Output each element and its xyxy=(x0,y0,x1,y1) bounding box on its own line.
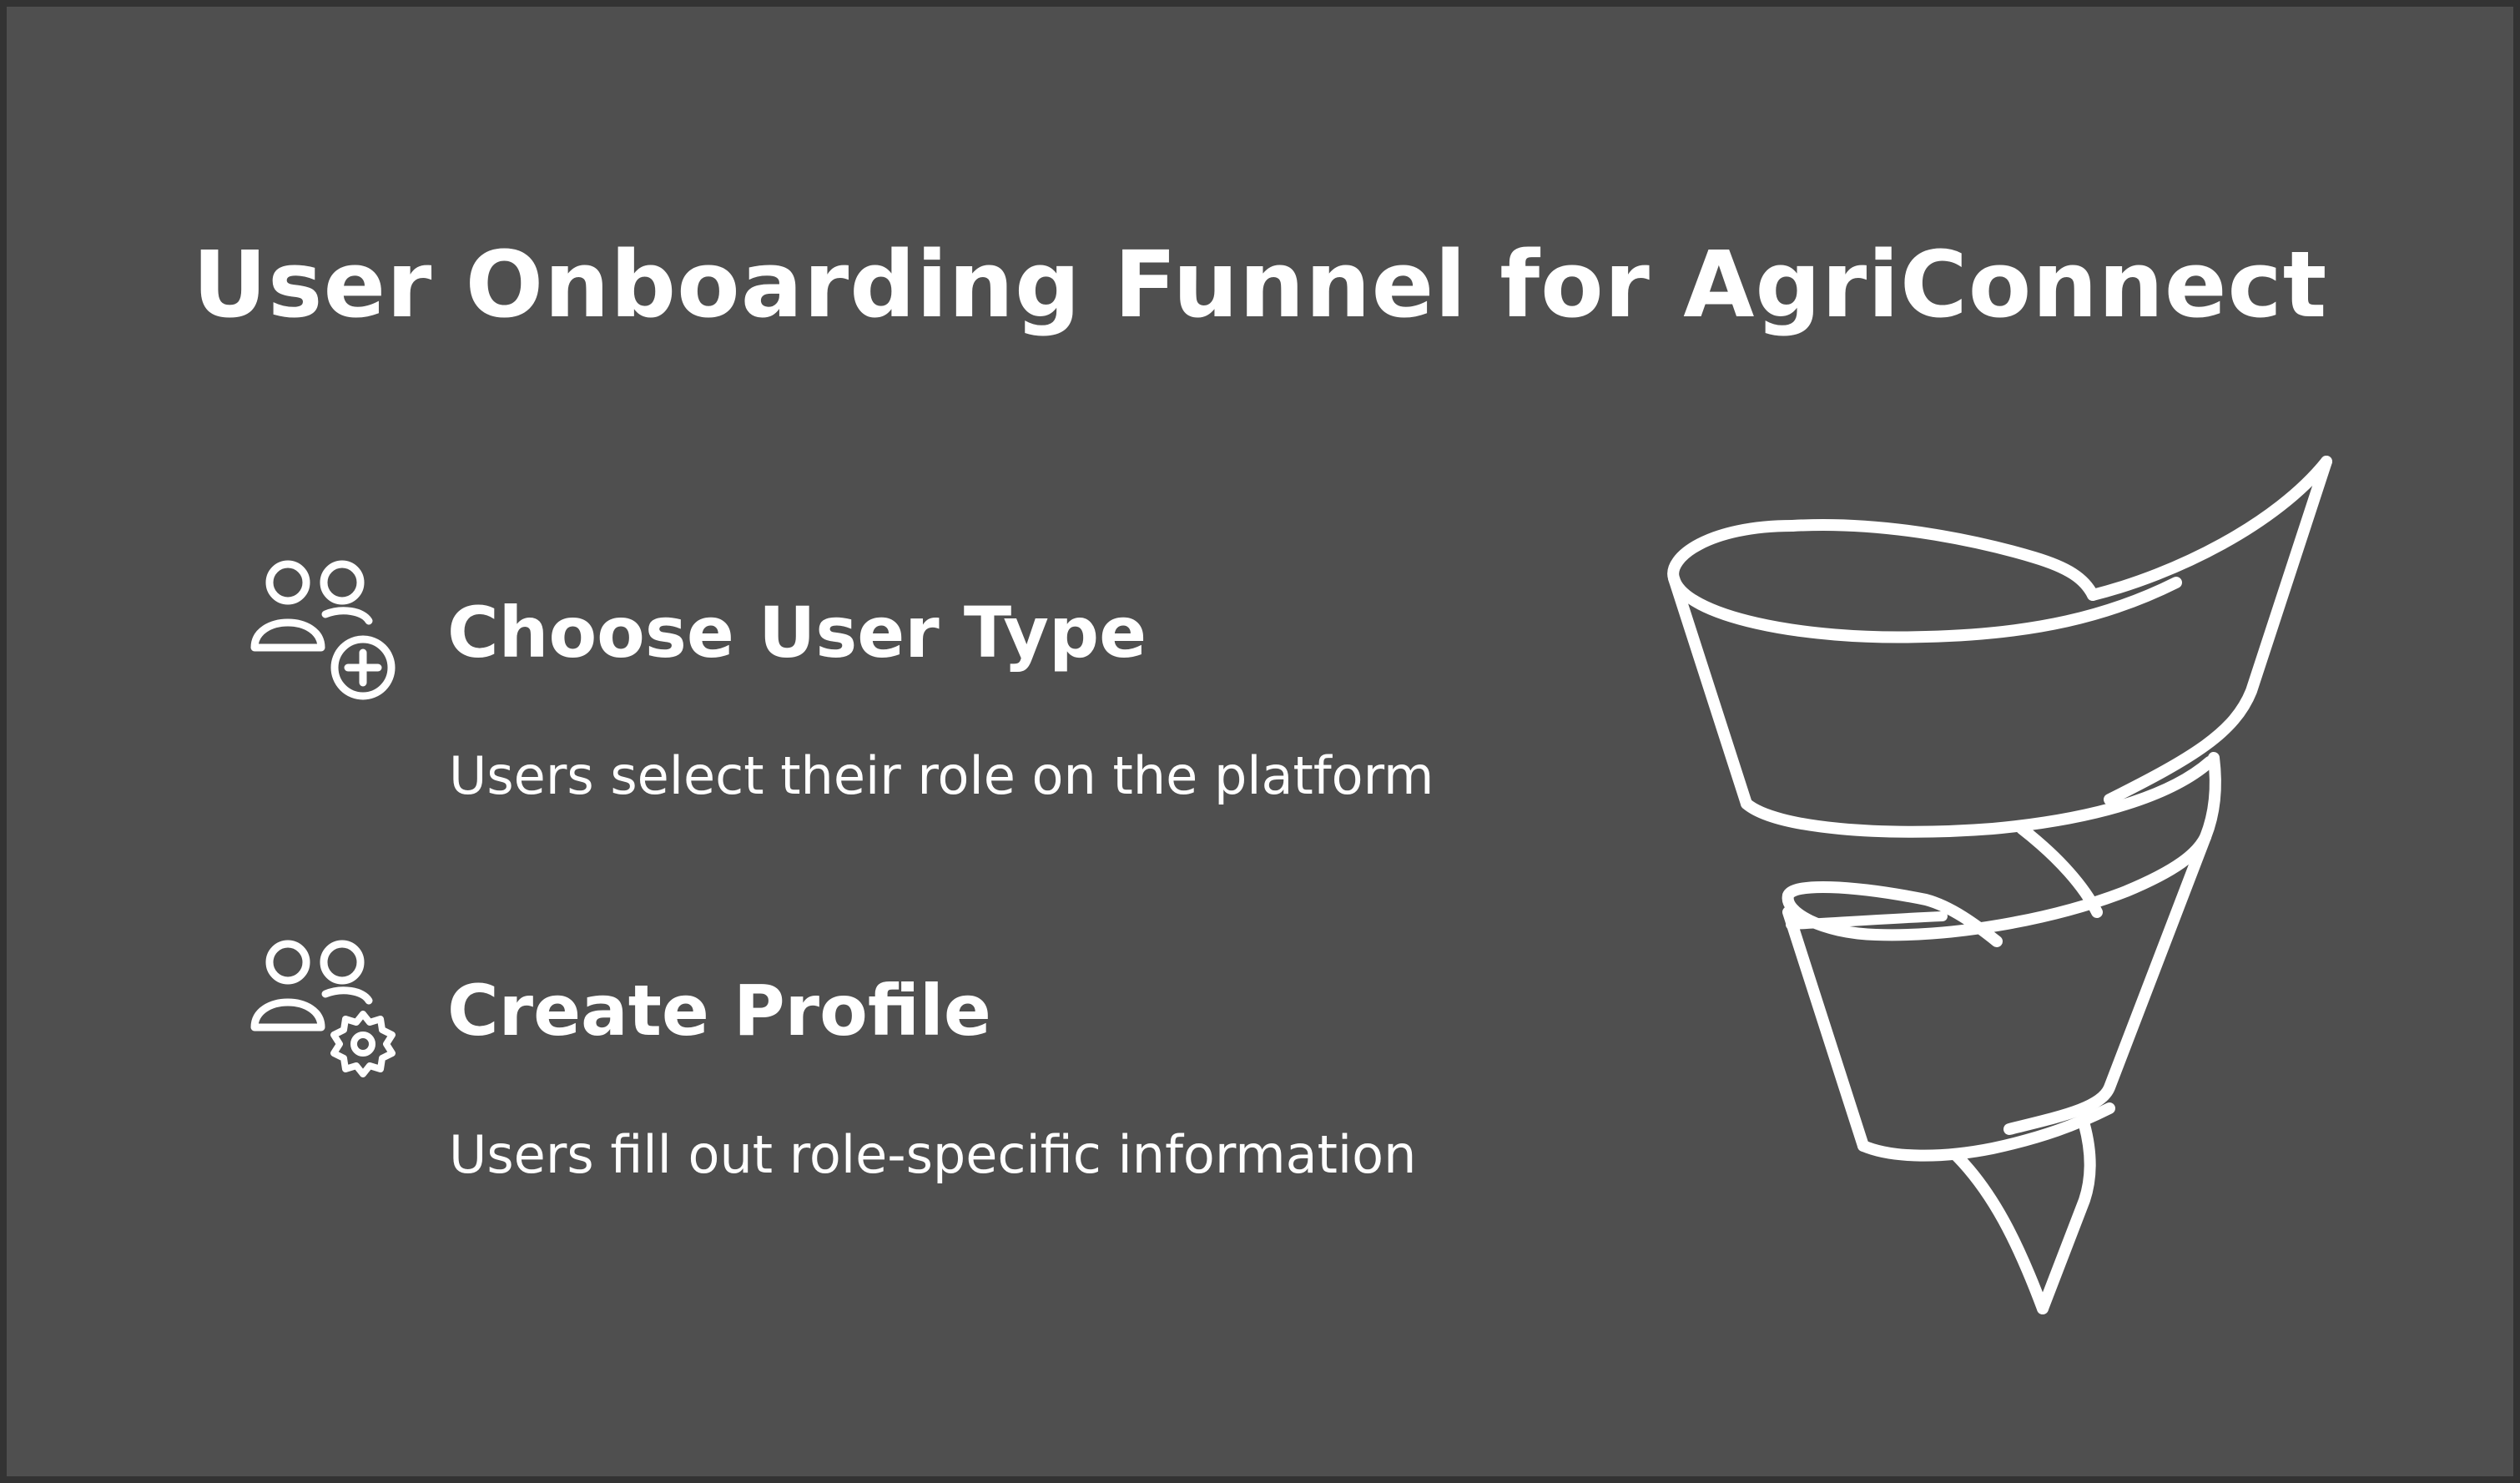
funnel-twist-right xyxy=(2200,752,2221,843)
funnel-mid-bottom-edge xyxy=(1857,1102,2115,1162)
users-settings-icon xyxy=(250,940,396,1077)
diagram-title: User Onboarding Funnel for AgriConnect xyxy=(192,231,2328,338)
step-1-heading: Choose User Type xyxy=(447,592,1147,673)
funnel-illustration xyxy=(1667,456,2332,1314)
funnel-top-flap-edge xyxy=(2104,456,2332,805)
funnel-top-rim-front xyxy=(1667,520,2182,643)
funnel-mid-right-side xyxy=(2003,831,2211,1135)
users-add-icon xyxy=(250,560,396,700)
step-1-description: Users select their role on the platform xyxy=(449,745,1434,806)
funnel-tip-right xyxy=(2037,1119,2096,1314)
funnel-mid-rim-back xyxy=(1782,881,2003,947)
step-2-heading: Create Profile xyxy=(447,970,991,1052)
funnel-top-flap xyxy=(2087,456,2332,601)
funnel-top-rim-back xyxy=(1787,518,2099,601)
funnel-mid-rim-inner xyxy=(1786,911,1948,930)
funnel-top-bottom-edge xyxy=(1741,756,2215,838)
step-2-description: Users fill out role-specific information xyxy=(449,1124,1417,1185)
funnel-tip-left xyxy=(1949,1148,2049,1314)
funnel-top-left-side xyxy=(1668,573,1752,810)
funnel-mid-left-side xyxy=(1782,906,1869,1152)
